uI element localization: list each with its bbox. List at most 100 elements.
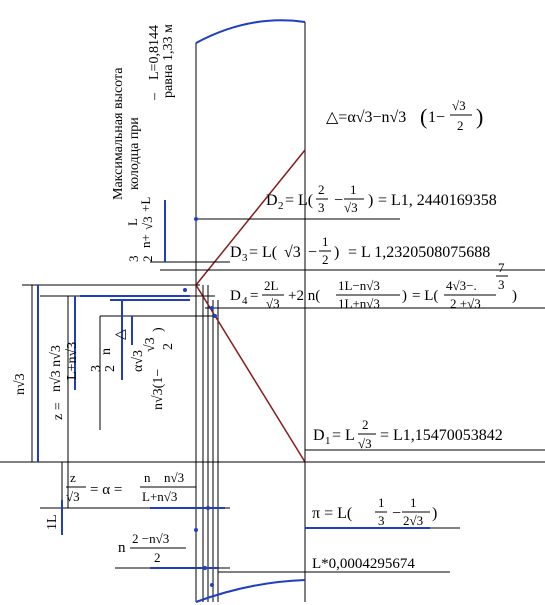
sqrt3-over2-num: √3 [143,337,158,352]
za-n1: n [144,470,151,485]
delta-close: ) [476,104,483,129]
top-cap-arc [195,19,306,44]
pi-f1d: 3 [378,513,385,528]
delta-one-minus: 1− [428,109,445,126]
nf-n: n [118,540,126,556]
d4-eq: = [250,288,258,304]
d4-three: 3 [498,277,505,292]
dot [194,217,198,221]
dot [206,506,210,510]
d2-eq: = L( [285,192,313,209]
max-height-line2: колодца при [127,117,142,190]
pi-minus: − [392,505,401,522]
three-halves-den: 2 [103,365,118,372]
d1-fn: 2 [362,417,369,432]
formula-delta: △=α√3−n√3 ( 1− √3 2 ) [326,98,483,133]
max-height-line1: Максимальная высота [111,67,126,200]
delta-open: ( [420,104,427,129]
d1-fd: √3 [358,436,372,451]
formula-n-frac: n 2 −n√3 2 [118,531,186,565]
d3-fd: 2 [322,252,329,267]
max-height-minus: – [147,92,162,101]
one-L-label: 1L [45,514,60,530]
bottom-cap-arc [195,579,306,603]
sqrt3-over2-den: 2 [161,343,176,350]
top-expr-n-plus: n+ [138,234,153,248]
d2-f1d: 3 [318,200,325,215]
za-zd: √3 [66,489,80,504]
upper-slope-line [195,149,306,286]
rotated-top-expression: 3 2 n+ L √3 +L [125,197,155,262]
pi-f2n: 1 [410,495,417,510]
pi-lhs: π = L( [312,505,352,522]
dot [194,528,198,532]
rotated-max-height-label: Максимальная высота колодца при – L=0,81… [111,24,176,200]
dot [210,306,214,310]
d2-minus: − [334,192,343,209]
pi-f2d: 2√3 [403,513,423,528]
three-halves-num: 3 [89,365,104,372]
d2-f2n: 1 [350,182,357,197]
dot [203,566,207,570]
d4-plus: +2 n( [288,288,320,304]
dot [183,288,187,292]
d2-rhs: = L1, 2440169358 [378,192,497,209]
triangle-label: △ [113,329,128,340]
nf-num: 2 −n√3 [132,531,169,546]
d4-f3d: 2 +√3 [450,296,481,311]
delta-lhs: △=α√3−n√3 [326,109,406,126]
d4-f1n: 2L [264,278,279,293]
n-sqrt3-paren-label: n√3(1− [151,369,166,410]
top-expr-32-den: 2 [140,256,155,263]
z-denominator: L+n√3 [65,342,80,380]
top-expr-32-num: 3 [126,256,141,263]
d3-close: ) [334,244,339,261]
formula-d1: D 1 = L 2 √3 = L1,15470053842 [313,417,503,451]
d4-eq2: = L( [412,288,438,304]
delta-sqrt3: √3 [452,98,466,113]
dot [210,583,214,587]
d4-f2d: 1L+n√3 [338,296,380,311]
d4-seven: 7 [498,260,505,275]
bottom-value: L*0,0004295674 [312,556,415,572]
d3-rhs: = L 1,2320508075688 [348,244,490,261]
d4-lhs: D [230,288,241,304]
formula-z-alpha: z √3 = α = n n√3 L+n√3 [66,470,196,504]
formula-d3: D 3 = L( √3 − 1 2 ) = L 1,2320508075688 [230,234,490,267]
za-n2: n√3 [164,470,184,485]
d1-eq: = L [332,427,355,444]
formula-pi: π = L( 1 3 − 1 2√3 ) [312,495,437,528]
d2-f2d: √3 [344,200,358,215]
d3-fn: 1 [322,234,329,249]
top-expr-L-num: L [125,218,140,226]
three-halves-var: n [99,348,114,355]
d3-sqrt: √3 [284,244,301,261]
za-eq: = α = [90,482,122,498]
close-paren-label: ) [151,327,166,332]
d3-eq: = L( [249,244,277,261]
dimension-lines [0,218,545,573]
d4-f3n: 4√3−. [446,278,477,293]
d1-lhs: D [313,427,325,444]
z-eq-label: z = [51,402,66,420]
d3-sub: 3 [242,252,248,264]
pi-close: ) [432,505,437,522]
d4-close: ) [402,288,407,304]
top-expr-plusL: +L [138,197,153,212]
d4-f2n: 1L−n√3 [338,278,380,293]
formula-d4: D 4 = 2L √3 +2 n( 1L−n√3 1L+n√3 ) = L( 4… [230,260,517,311]
max-height-line4: равна 1,33 м [161,24,176,98]
d1-sub: 1 [325,435,331,447]
max-height-line3: L=0,8144 [147,25,162,80]
dimension-dots [183,217,217,587]
d4-sub: 4 [242,295,248,307]
z-numerator: n√3 n√3 [49,345,64,392]
d4-close2: ) [512,288,517,304]
dot [213,314,217,318]
delta-two: 2 [457,118,464,133]
za-den: L+n√3 [142,489,177,504]
za-zn: z [70,470,76,485]
formula-d2: D 2 = L( 2 3 − 1 √3 ) = L1, 2440169358 [266,182,497,215]
d3-lhs: D [230,244,242,261]
